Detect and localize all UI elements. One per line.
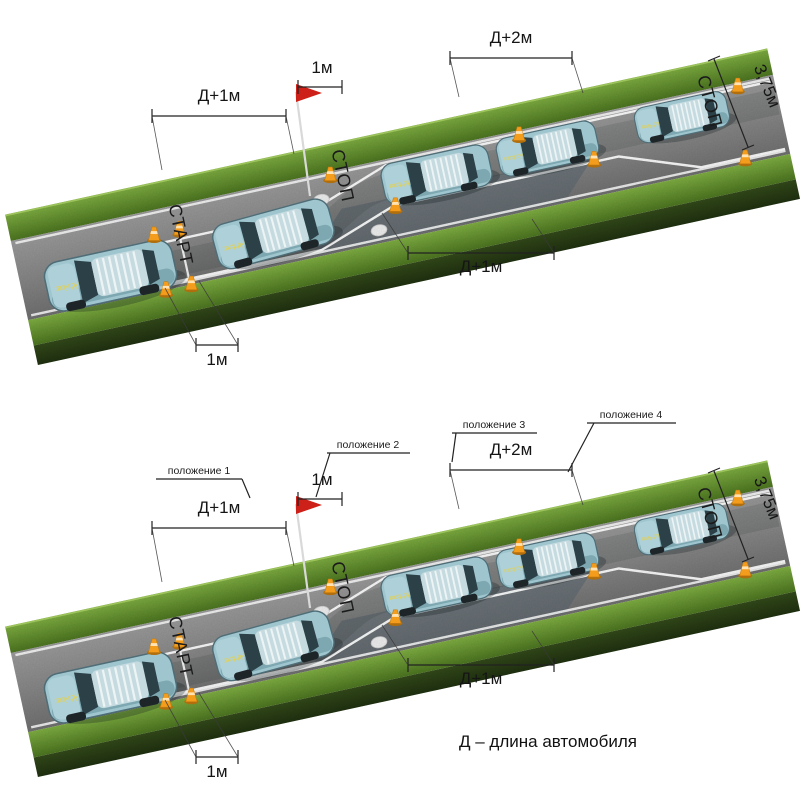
dim-d-plus-2: Д+2м xyxy=(449,440,584,510)
dim-leaders xyxy=(151,115,295,171)
flag-pole xyxy=(294,503,312,609)
dim-label-1m: 1м xyxy=(311,470,332,489)
dim-d-plus-2: Д+2м xyxy=(449,28,584,98)
dim-d-plus-1-upper: Д+1м xyxy=(151,86,295,171)
callout-position-1: положение 1 xyxy=(156,465,251,499)
dim-1m-upper: 1м xyxy=(297,470,343,506)
scheme-panel-bottom: положение 1 положение 2 положение 3 поло… xyxy=(0,409,800,800)
dim-line xyxy=(297,80,343,94)
flag-marker xyxy=(294,496,322,609)
diagram-caption: Д – длина автомобиля xyxy=(459,732,637,751)
position-2-label: положение 2 xyxy=(337,439,400,451)
callout-position-4: положение 4 xyxy=(567,409,676,473)
position-1-label: положение 1 xyxy=(168,465,231,477)
flag-icon xyxy=(296,84,322,102)
dim-label-1m: 1м xyxy=(206,350,227,369)
dim-label-d-plus-2: Д+2м xyxy=(490,28,533,47)
position-4-label: положение 4 xyxy=(600,409,663,421)
dim-line xyxy=(449,463,573,477)
callout-position-3: положение 3 xyxy=(451,419,537,463)
dim-leaders xyxy=(381,624,555,666)
dim-leaders xyxy=(164,692,239,758)
dim-line xyxy=(449,51,573,65)
dim-d-plus-1-upper: Д+1м xyxy=(151,498,295,583)
dim-label-d-plus-1: Д+1м xyxy=(460,669,503,688)
dim-1m-lower: 1м xyxy=(164,692,239,781)
scheme-panel-top: Д+1м 1м Д+2м 3,75м СТОП СТОП СТАРТ Д+1м … xyxy=(0,28,800,400)
road-strip-bottom xyxy=(5,460,800,777)
dim-line xyxy=(151,109,287,123)
dim-leaders xyxy=(449,57,584,98)
callout-line xyxy=(315,452,410,498)
dim-line xyxy=(707,55,755,151)
road-strip-top xyxy=(5,48,800,365)
dim-leaders xyxy=(381,212,555,254)
position-3-label: положение 3 xyxy=(463,419,526,431)
dim-label-d-plus-2: Д+2м xyxy=(490,440,533,459)
dim-label-1m: 1м xyxy=(311,58,332,77)
position-callouts: положение 1 положение 2 положение 3 поло… xyxy=(156,409,676,499)
callout-position-2: положение 2 xyxy=(315,439,410,498)
flag-marker xyxy=(294,84,322,197)
dim-line xyxy=(297,492,343,506)
callout-line xyxy=(451,432,537,463)
dim-1m-upper: 1м xyxy=(297,58,343,94)
dim-line xyxy=(151,521,287,535)
dim-d-plus-1-lower: Д+1м xyxy=(381,624,555,688)
callout-line xyxy=(156,478,251,499)
flag-pole xyxy=(294,91,312,197)
flag-icon xyxy=(296,496,322,514)
dim-leaders xyxy=(449,469,584,510)
dim-1m-lower: 1м xyxy=(164,280,239,369)
dim-d-plus-1-lower: Д+1м xyxy=(381,212,555,276)
dim-label-d-plus-1: Д+1м xyxy=(198,498,241,517)
dim-label-d-plus-1: Д+1м xyxy=(460,257,503,276)
callout-line xyxy=(567,422,676,473)
dim-line xyxy=(707,467,755,563)
dim-label-1m: 1м xyxy=(206,762,227,781)
dim-leaders xyxy=(164,280,239,346)
dim-label-d-plus-1: Д+1м xyxy=(198,86,241,105)
dim-leaders xyxy=(151,527,295,583)
